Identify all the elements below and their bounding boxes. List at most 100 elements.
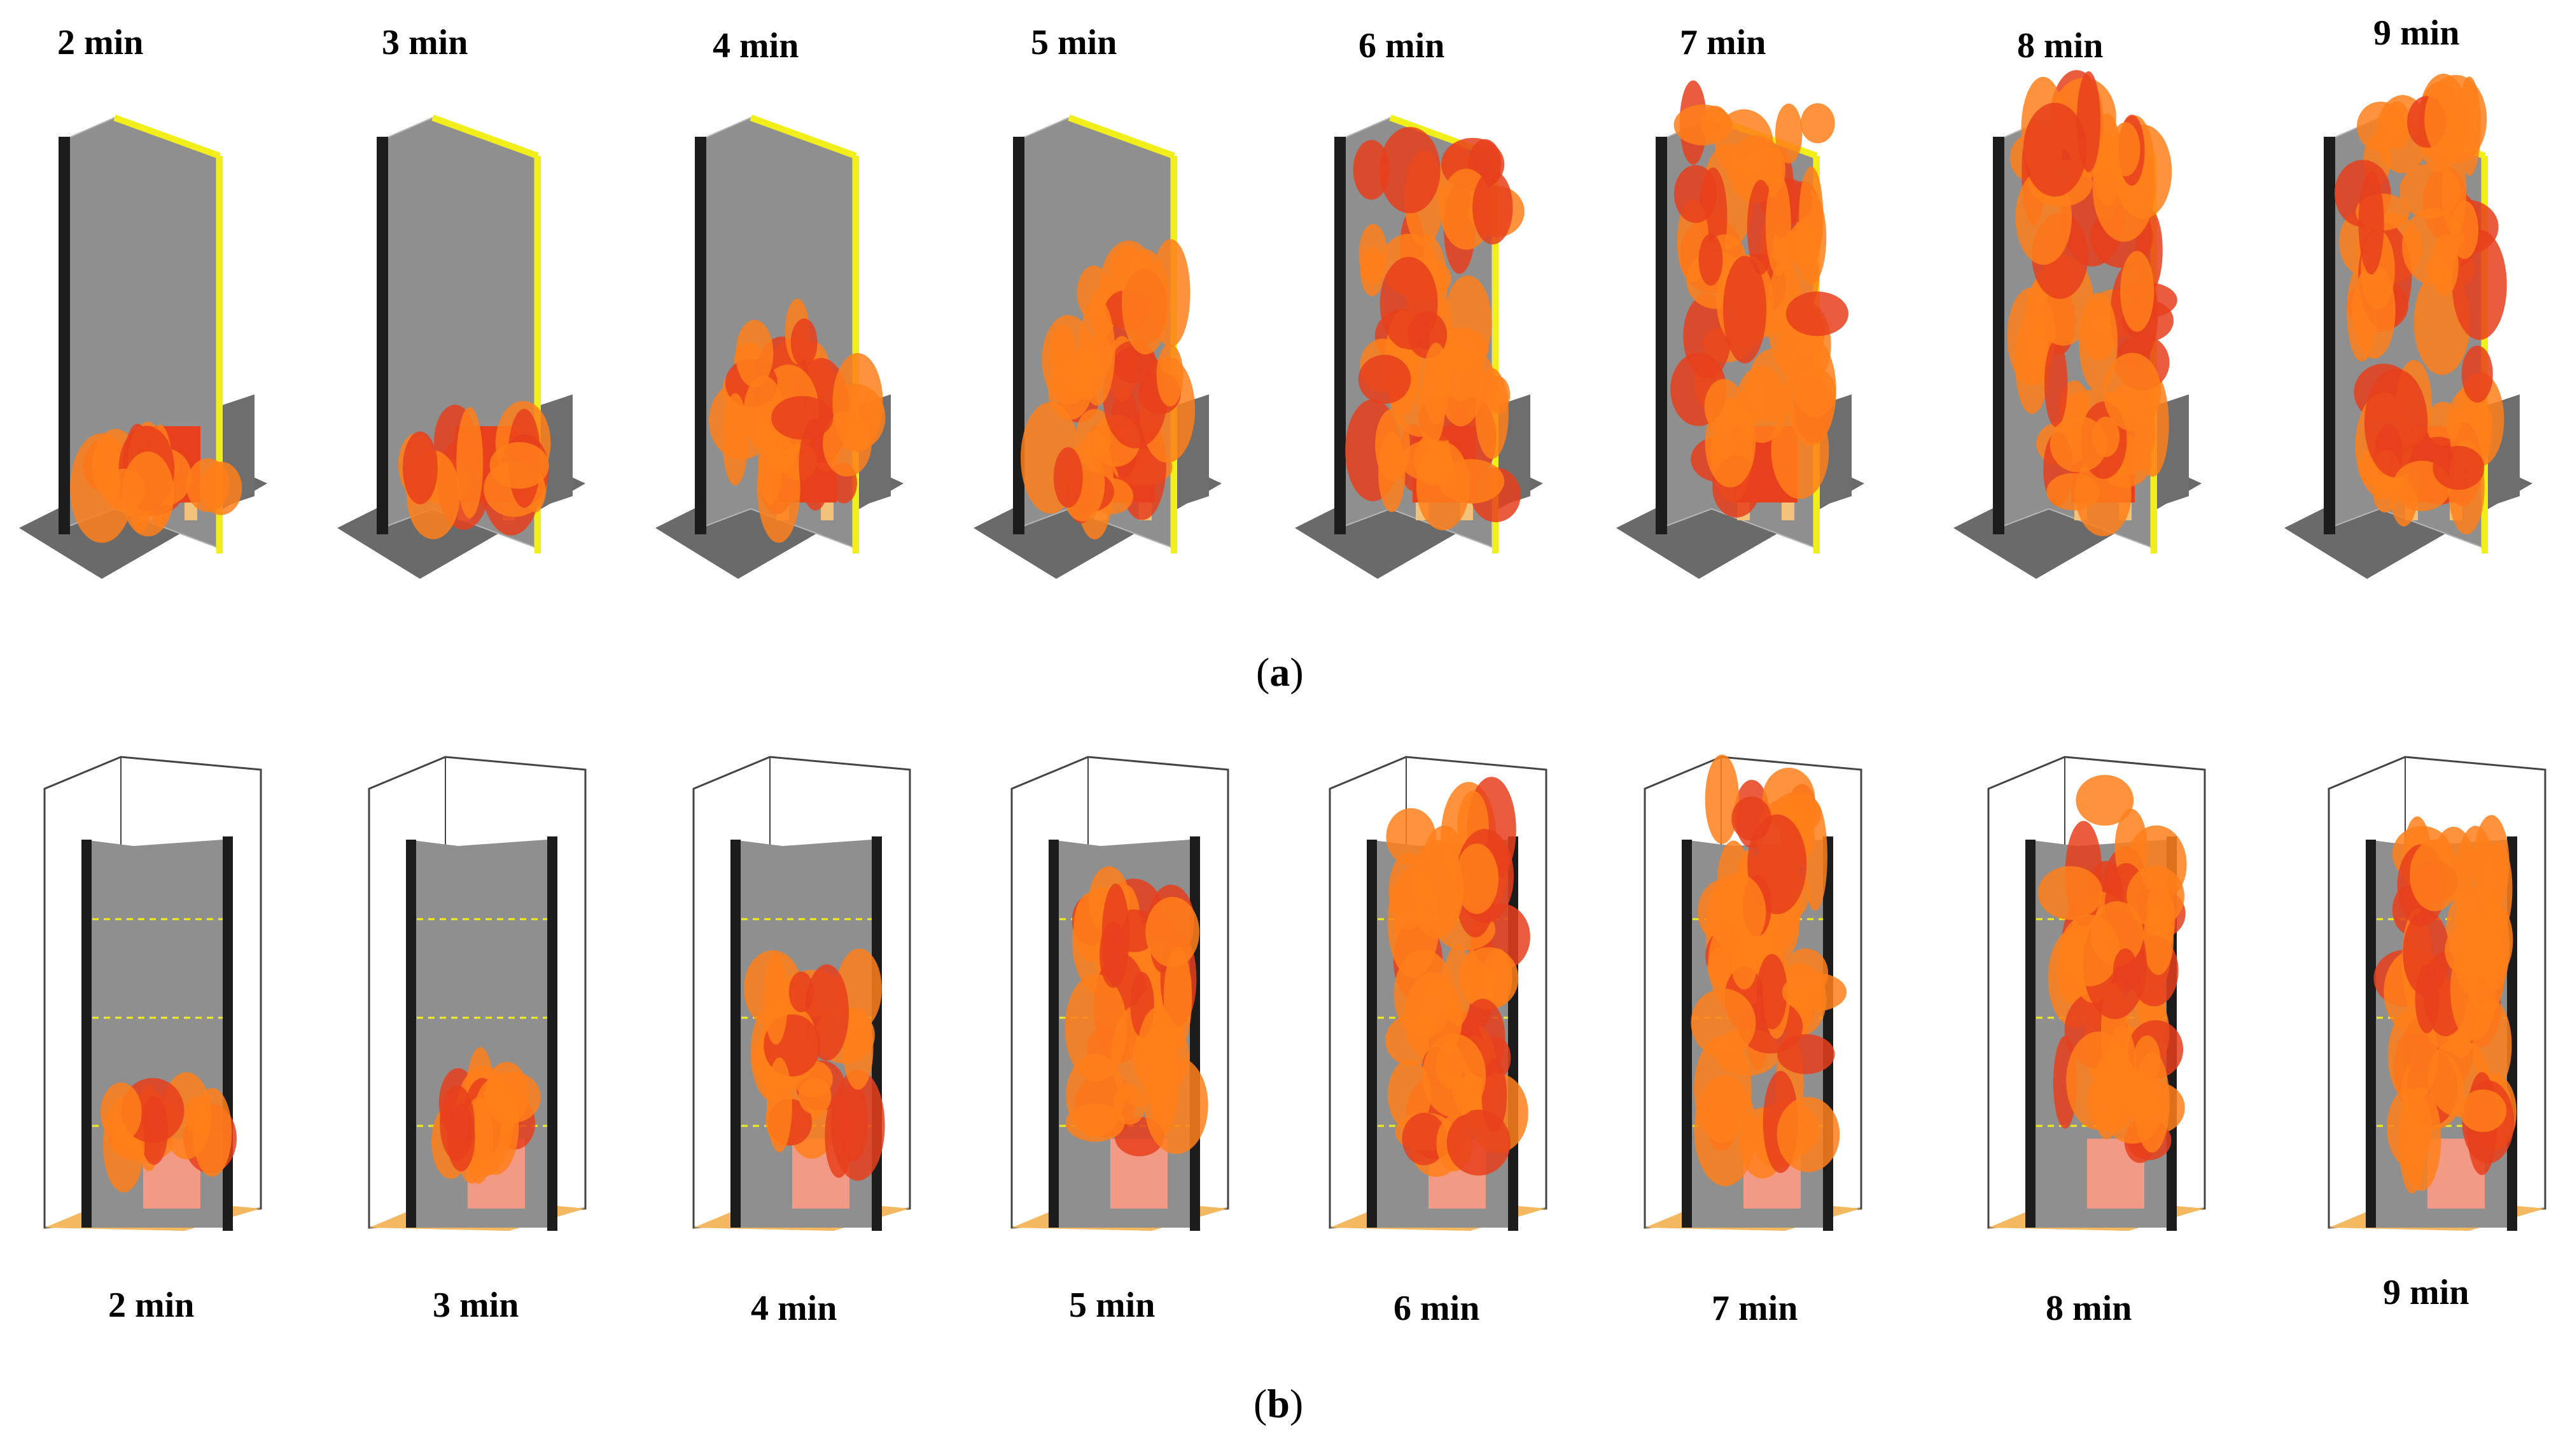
flame-blob [1803, 801, 1827, 911]
panel-a-caption: (a) [1256, 649, 1304, 696]
wireframe-box [1010, 756, 1229, 1229]
flame-blob [1698, 233, 1723, 286]
panel-b-time-label: 2 min [108, 1286, 195, 1325]
flame-blob [799, 1078, 832, 1114]
flame-blob [1156, 343, 1184, 407]
flame-blob [1379, 127, 1441, 214]
panel-a-frame [1616, 80, 1864, 579]
left-frame [1049, 840, 1059, 1228]
flame-blob [1103, 345, 1168, 448]
flame-blob [1794, 368, 1836, 417]
flame-blob [2403, 910, 2450, 996]
flame-blob [2127, 865, 2184, 927]
flame-blob [2410, 839, 2460, 912]
flame-blob [764, 953, 788, 1045]
flame-blob [1438, 459, 1505, 504]
flame-blob [1423, 342, 1449, 425]
flame-blob [790, 318, 818, 367]
flame-blob [1800, 103, 1835, 144]
flame-blob [485, 1062, 529, 1126]
panel-b-frame [368, 756, 587, 1231]
flame-blob [1767, 259, 1803, 370]
flame-blob [1735, 366, 1788, 443]
flame-blob [1765, 173, 1791, 277]
flame-blob [743, 375, 784, 450]
flame-blob [2358, 171, 2384, 275]
flame-blob [2090, 901, 2144, 967]
flame-blob [766, 1057, 792, 1153]
flame-blob [1053, 447, 1083, 508]
flame-blob [2461, 345, 2493, 403]
wireframe-box [368, 756, 587, 1229]
flame-blob [1443, 945, 1472, 1027]
panel-a-time-label: 9 min [2373, 13, 2460, 53]
flame-blob [402, 431, 438, 504]
left-frame [1334, 137, 1346, 534]
panel-a-caption-close: ) [1290, 649, 1304, 695]
flame-blob [2457, 76, 2481, 176]
panel-a-time-label: 8 min [2017, 26, 2104, 66]
panel-b-frame [1644, 754, 1862, 1231]
flame-blob [184, 1096, 212, 1134]
flame-blob [2459, 1089, 2507, 1132]
flame-blob [2364, 368, 2428, 478]
flame-blob [456, 406, 484, 518]
panel-b-caption-open: ( [1254, 1381, 1268, 1426]
wireframe-box [1987, 756, 2206, 1229]
right-frame [547, 836, 557, 1231]
panel-a-time-label: 4 min [713, 26, 799, 66]
flame-blob [1358, 354, 1411, 405]
panel-b-time-label: 6 min [1393, 1289, 1480, 1328]
panel-a-caption-open: ( [1256, 649, 1270, 695]
flame-blob [1100, 921, 1127, 988]
flame-blob [1705, 754, 1740, 844]
flame-blob [1472, 170, 1513, 245]
left-frame [2324, 137, 2335, 534]
left-frame [1993, 137, 2004, 534]
panel-b-frame [2328, 756, 2546, 1231]
panel-b-caption-close: ) [1289, 1381, 1304, 1426]
flame-blob [823, 410, 872, 477]
flame-blob [1757, 953, 1787, 1030]
flame-blob [1144, 1057, 1208, 1154]
panel-b-time-label: 7 min [1712, 1289, 1798, 1328]
panel-a-time-label: 7 min [1680, 23, 1766, 62]
panel-b-frame [1987, 756, 2206, 1231]
left-frame [2025, 840, 2036, 1228]
flame-blob [1422, 1034, 1486, 1118]
flame-blob [2387, 1088, 2433, 1167]
flame-blob [2134, 1035, 2161, 1083]
flame-blob [2357, 101, 2405, 151]
flame-blob [1446, 1109, 1511, 1176]
flame-blob [1747, 814, 1807, 915]
left-frame [2366, 840, 2376, 1228]
left-frame [81, 840, 92, 1228]
panel-a-frame [1953, 70, 2202, 579]
flame-blob [101, 1082, 142, 1142]
panel-a-frame [2284, 73, 2532, 579]
flame-blob [1775, 103, 1803, 163]
flame-blob [1704, 378, 1743, 434]
flame-blob [1455, 843, 1498, 914]
flame-blob [2037, 866, 2103, 920]
left-frame [695, 137, 706, 534]
flame-blob [1723, 256, 1766, 364]
flame-blob [1694, 1036, 1752, 1144]
flame-blob [1799, 166, 1824, 266]
flame-blob [842, 1008, 874, 1090]
flame-blob [722, 393, 748, 486]
flame-blob [1113, 1083, 1146, 1125]
panel-b-frame [1010, 756, 1229, 1231]
panel-b-time-label: 4 min [751, 1289, 837, 1328]
flame-blob [2076, 775, 2134, 826]
left-frame [1656, 137, 1667, 534]
flame-blob [2092, 1055, 2121, 1140]
panel-a-row [19, 70, 2532, 579]
flame-blob [1731, 943, 1757, 990]
flame-blob [1388, 852, 1429, 930]
panel-a-frame [19, 114, 267, 579]
panel-a-frame [337, 114, 585, 579]
flame-blob [1378, 431, 1406, 513]
flame-blob [1731, 796, 1772, 841]
